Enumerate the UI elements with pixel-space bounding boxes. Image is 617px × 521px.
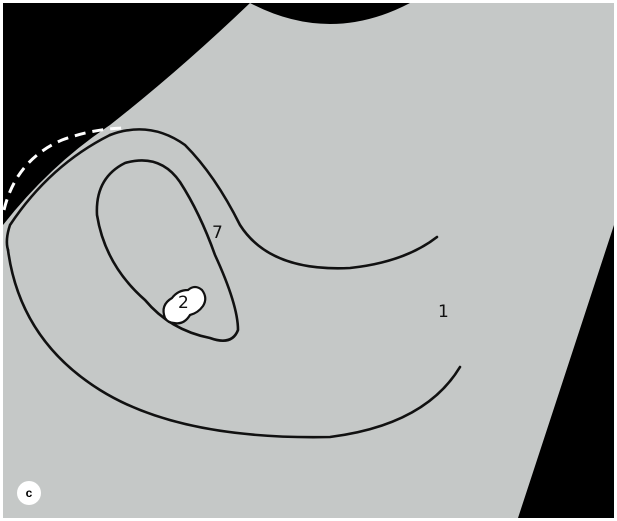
- label-2: 2: [178, 293, 189, 313]
- ultrasound-sector: [3, 3, 614, 518]
- label-7: 7: [212, 223, 223, 243]
- image-frame: 7 1 2 c: [3, 3, 614, 518]
- panel-badge-letter: c: [26, 486, 33, 500]
- label-1: 1: [438, 302, 449, 322]
- ultrasound-sector-svg: 7 1 2 c: [3, 3, 614, 518]
